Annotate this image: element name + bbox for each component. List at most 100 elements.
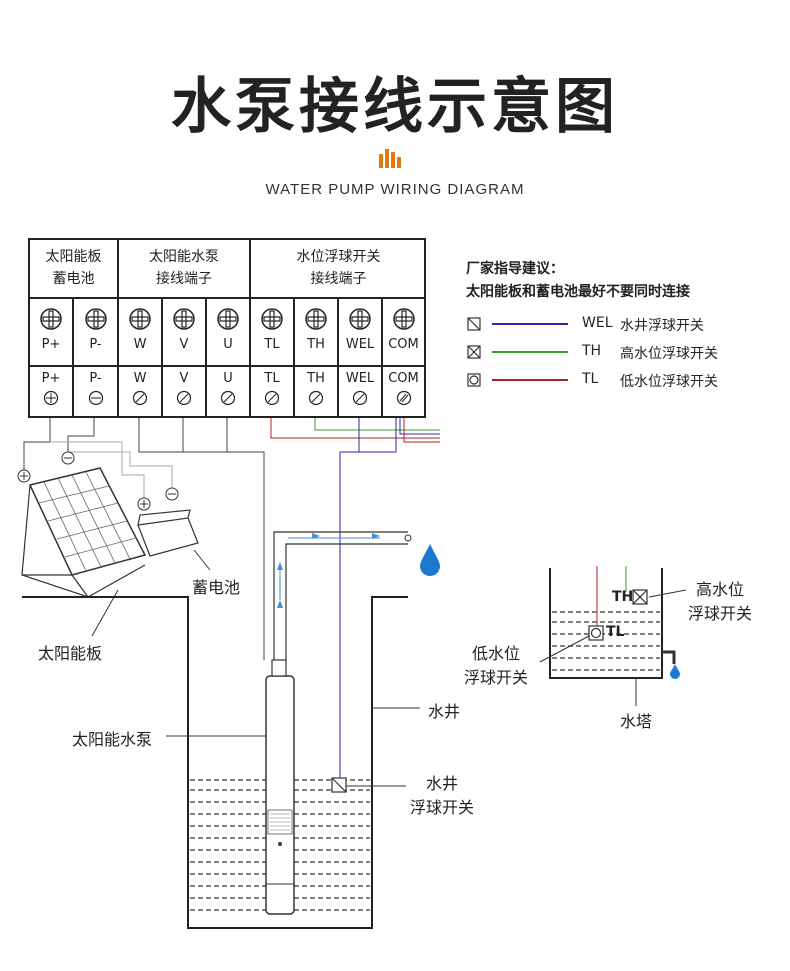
note-title: 厂家指导建议：: [466, 261, 564, 277]
legend-desc-tl: 低水位浮球开关: [620, 374, 718, 390]
label-line: 高水位: [695, 580, 744, 599]
terminal-bottom-v: V: [163, 367, 207, 416]
terminal-bottom-wel: WEL: [339, 367, 383, 416]
terminal-top-pminus: P-: [74, 299, 119, 365]
th-tag: TH: [612, 589, 634, 605]
header-text: 水位浮球开关: [296, 249, 381, 265]
low-level-float-label: 低水位 浮球开关: [456, 640, 536, 688]
terminal-label: COM: [388, 337, 419, 352]
tl-tag: TL: [606, 624, 625, 640]
label-line: 低水位: [471, 644, 520, 663]
page-subtitle: WATER PUMP WIRING DIAGRAM: [265, 181, 525, 198]
header-pump-terminals: 太阳能水泵 接线端子: [119, 240, 251, 297]
terminal-label: V: [179, 371, 189, 386]
slash-terminal-icon: [264, 390, 280, 406]
terminal-label: V: [179, 337, 189, 352]
battery-icon: [137, 487, 211, 571]
header-text: 蓄电池: [52, 271, 95, 287]
minus-terminal-icon: [88, 390, 103, 406]
legend: WEL 水井浮球开关 TH 高水位浮球开关 TL 低水位浮球开关: [464, 312, 764, 397]
well-float-switch-icon: [331, 777, 347, 793]
high-level-float-label: 高水位 浮球开关: [680, 576, 760, 624]
header-text: 太阳能水泵: [149, 249, 219, 265]
terminal-label: W: [133, 337, 147, 352]
terminal-label: COM: [388, 371, 419, 386]
terminal-label: P-: [89, 371, 102, 386]
terminal-label: TH: [307, 337, 325, 352]
label-line: 浮球开关: [409, 798, 474, 817]
terminal-label: P+: [41, 371, 61, 386]
terminal-top-th: TH: [295, 299, 339, 365]
double-slash-terminal-icon: [396, 390, 411, 406]
terminal-top-com: COM: [383, 299, 424, 365]
terminal-bottom-u: U: [207, 367, 251, 416]
header-text: 接线端子: [156, 271, 212, 287]
water-drop-icon: [420, 544, 440, 576]
pump-icon: [265, 659, 295, 915]
solar-pump-label: 太阳能水泵: [72, 730, 153, 749]
screw-terminal-icon: [349, 308, 371, 330]
screw-terminal-icon: [217, 308, 239, 330]
bars-icon: [378, 148, 404, 168]
terminal-label: WEL: [345, 337, 375, 352]
terminal-label: TL: [264, 337, 280, 352]
terminal-label: TL: [264, 371, 280, 386]
slash-terminal-icon: [308, 390, 324, 406]
terminal-top-pplus: P+: [30, 299, 74, 365]
terminal-bottom-pplus: P+: [30, 367, 74, 416]
label-line: 浮球开关: [463, 668, 528, 687]
screw-terminal-icon: [261, 308, 283, 330]
terminal-top-v: V: [163, 299, 207, 365]
terminal-top-u: U: [207, 299, 251, 365]
plus-terminal-icon: [43, 390, 59, 406]
terminal-label: U: [223, 371, 233, 386]
water-tower-label: 水塔: [620, 712, 653, 731]
well-label: 水井: [428, 702, 461, 721]
screw-terminal-icon: [40, 308, 62, 330]
note-body: 太阳能板和蓄电池最好不要同时连接: [466, 284, 690, 300]
terminal-label: P-: [89, 337, 102, 352]
legend-desc-th: 高水位浮球开关: [620, 346, 718, 362]
page-title: 水泵接线示意图: [171, 72, 619, 142]
screw-terminal-icon: [305, 308, 327, 330]
terminal-label: W: [133, 371, 147, 386]
terminal-label: WEL: [345, 371, 375, 386]
legend-desc-wel: 水井浮球开关: [620, 318, 704, 334]
legend-code-th: TH: [582, 343, 602, 359]
header-float-terminals: 水位浮球开关 接线端子: [251, 240, 426, 297]
header-solar-battery: 太阳能板 蓄电池: [30, 240, 119, 297]
terminal-label: U: [223, 337, 233, 352]
terminal-label: TH: [307, 371, 325, 386]
cross-box-icon: [467, 345, 481, 359]
terminal-bottom-th: TH: [295, 367, 339, 416]
slash-terminal-icon: [220, 390, 236, 406]
solar-panel-label: 太阳能板: [38, 644, 103, 663]
header-text: 接线端子: [310, 271, 367, 287]
slash-terminal-icon: [132, 390, 148, 406]
terminal-top-wel: WEL: [339, 299, 383, 365]
circle-box-icon: [467, 373, 481, 387]
screw-terminal-icon: [173, 308, 195, 330]
terminal-top-tl: TL: [251, 299, 295, 365]
well-float-label: 水井 浮球开关: [402, 770, 482, 818]
terminal-bottom-w: W: [119, 367, 163, 416]
screw-terminal-icon: [129, 308, 151, 330]
water-tower-icon: [549, 566, 680, 679]
header-text: 太阳能板: [45, 249, 102, 265]
diagonal-box-icon: [467, 317, 481, 331]
terminal-top-w: W: [119, 299, 163, 365]
legend-code-wel: WEL: [582, 315, 613, 331]
slash-terminal-icon: [176, 390, 192, 406]
legend-code-tl: TL: [582, 371, 599, 387]
terminal-bottom-com: COM: [383, 367, 424, 416]
terminal-bottom-pminus: P-: [74, 367, 119, 416]
solar-panel-icon: [17, 451, 147, 598]
terminal-bottom-tl: TL: [251, 367, 295, 416]
screw-terminal-icon: [84, 308, 107, 330]
label-line: 水井: [425, 774, 458, 793]
label-line: 浮球开关: [687, 604, 752, 623]
terminal-label: P+: [41, 337, 61, 352]
screw-terminal-icon: [392, 308, 415, 330]
terminal-table: 太阳能板 蓄电池 太阳能水泵 接线端子 水位浮球开关 接线端子 P+ P+ P- P-…: [28, 238, 426, 418]
